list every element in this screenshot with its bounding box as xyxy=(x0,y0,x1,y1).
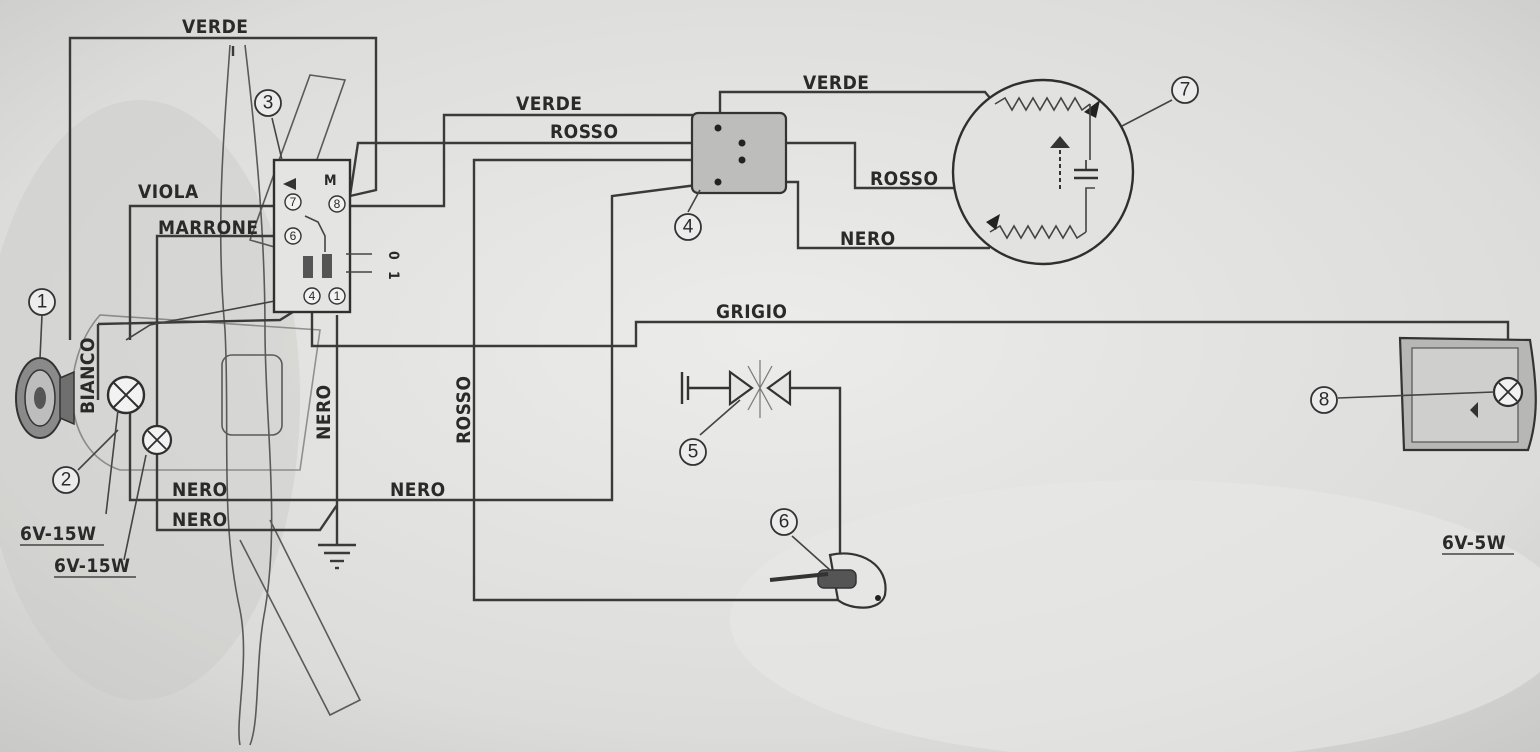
callout-7: 7 xyxy=(1171,76,1199,104)
svg-text:4: 4 xyxy=(683,217,694,238)
wire-label-verde-top: VERDE xyxy=(182,16,248,38)
wire-label-nero-left-1: NERO xyxy=(172,479,228,501)
tail-lamp-icon xyxy=(1398,336,1537,452)
switch-arrows xyxy=(346,253,372,273)
callout-5: 5 xyxy=(679,438,707,466)
wire-label-bianco: BIANCO xyxy=(77,337,99,414)
flywheel-magneto-icon xyxy=(951,78,1135,266)
wire-label-rosso-right: ROSSO xyxy=(870,168,939,190)
rating-headlamp-second: 6V-15W xyxy=(54,555,131,577)
switch-terminal-1: 1 xyxy=(334,289,341,303)
svg-text:2: 2 xyxy=(61,470,72,491)
svg-text:6: 6 xyxy=(779,512,790,533)
callout-3: 3 xyxy=(254,89,282,117)
callout-2: 2 xyxy=(52,466,80,494)
paper-shade xyxy=(730,480,1540,752)
switch-terminal-6: 6 xyxy=(290,229,297,243)
svg-text:7: 7 xyxy=(1180,80,1191,101)
wire-label-nero-bottom: NERO xyxy=(390,479,446,501)
switch-terminal-7: 7 xyxy=(290,195,297,209)
headlamp-second-bulb-icon xyxy=(141,424,173,456)
switch-terminal-4: 4 xyxy=(309,289,316,303)
headlamp-main-bulb-icon xyxy=(106,375,146,415)
handlebar-switch-icon xyxy=(272,158,352,314)
wire-label-verde-right: VERDE xyxy=(803,72,869,94)
paper-shade xyxy=(0,100,300,700)
svg-text:5: 5 xyxy=(688,442,699,463)
wire-label-rosso-top: ROSSO xyxy=(550,121,619,143)
wire-label-nero-right: NERO xyxy=(840,228,896,250)
callout-4: 4 xyxy=(674,213,702,241)
wire-label-nero-vertical: NERO xyxy=(313,384,335,440)
horn-icon xyxy=(15,357,75,439)
spark-plug-icon xyxy=(680,360,792,418)
wire-label-viola: VIOLA xyxy=(138,181,199,203)
wire-label-grigio: GRIGIO xyxy=(716,301,787,323)
switch-mark-0: 0 xyxy=(385,251,401,260)
wire-label-marrone: MARRONE xyxy=(158,217,259,239)
wire-label-nero-left-2: NERO xyxy=(172,509,228,531)
svg-text:8: 8 xyxy=(1319,390,1330,411)
callout-leaders xyxy=(39,99,1495,571)
wire-label-verde-mid: VERDE xyxy=(516,93,582,115)
svg-text:3: 3 xyxy=(263,93,274,114)
junction-box-icon xyxy=(690,111,788,195)
wire-label-rosso-vertical: ROSSO xyxy=(453,376,475,445)
svg-text:1: 1 xyxy=(37,292,48,313)
callout-6: 6 xyxy=(770,508,798,536)
switch-mark-1: 1 xyxy=(385,271,401,280)
ground-symbol xyxy=(318,543,356,570)
rating-tail-lamp: 6V-5W xyxy=(1442,532,1506,554)
switch-mark-m: M xyxy=(324,173,337,189)
rating-headlamp-main: 6V-15W xyxy=(20,523,97,545)
stop-switch-icon xyxy=(769,552,887,609)
callout-1: 1 xyxy=(28,288,56,316)
callout-8: 8 xyxy=(1310,386,1338,414)
switch-terminal-8: 8 xyxy=(334,197,341,211)
